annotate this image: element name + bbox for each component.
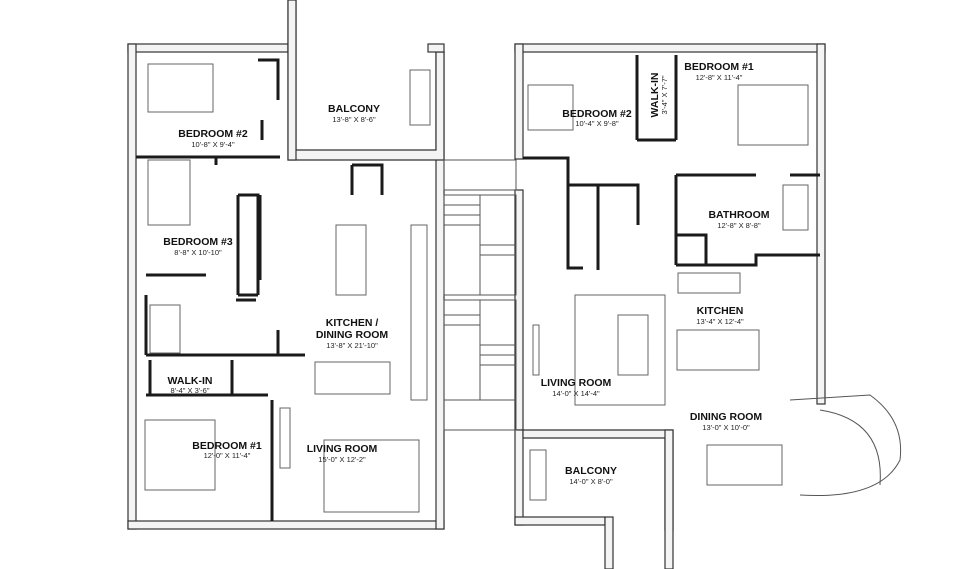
svg-text:BEDROOM #1: BEDROOM #1 [192,440,262,452]
svg-text:WALK-IN: WALK-IN [649,73,661,118]
stairs [443,159,517,431]
svg-text:WALK-IN: WALK-IN [168,375,213,387]
room-label-left-kitchen-dining: KITCHEN / DINING ROOM 13'-8" X 21'-10" [316,317,389,350]
room-label-right-living: LIVING ROOM 14'-0" X 14'-4" [541,377,612,398]
svg-text:DINING ROOM: DINING ROOM [690,411,763,423]
svg-text:12'-8" X 11'-4": 12'-8" X 11'-4" [696,73,743,82]
svg-text:14'-0" X 8'-0": 14'-0" X 8'-0" [569,477,613,486]
svg-text:13'-8" X 21'-10": 13'-8" X 21'-10" [326,341,378,350]
room-label-left-bedroom3: BEDROOM #3 8'-8" X 10'-10" [163,236,233,257]
svg-text:LIVING ROOM: LIVING ROOM [541,377,612,389]
svg-text:13'-4" X 12'-4": 13'-4" X 12'-4" [696,317,744,326]
svg-text:BALCONY: BALCONY [565,465,617,477]
room-label-right-kitchen: KITCHEN 13'-4" X 12'-4" [696,305,744,326]
svg-text:3'-4" X 7'-7": 3'-4" X 7'-7" [660,75,669,114]
svg-text:8'-8" X 10'-10": 8'-8" X 10'-10" [174,248,222,257]
room-label-right-dining: DINING ROOM 13'-0" X 10'-0" [690,411,763,432]
room-label-right-bathroom: BATHROOM 12'-8" X 8'-8" [708,209,769,230]
left-unit-walls [127,0,445,530]
svg-text:10'-4" X 9'-8": 10'-4" X 9'-8" [575,119,619,128]
svg-text:14'-0" X 14'-4": 14'-0" X 14'-4" [552,389,600,398]
svg-text:LIVING ROOM: LIVING ROOM [307,443,378,455]
room-label-left-bedroom1: BEDROOM #1 12'-0" X 11'-4" [192,440,262,460]
svg-text:BEDROOM #2: BEDROOM #2 [562,108,632,120]
svg-text:12'-0" X 11'-4": 12'-0" X 11'-4" [204,451,251,460]
svg-text:12'-8" X 8'-8": 12'-8" X 8'-8" [717,221,761,230]
room-label-left-balcony: BALCONY 13'-8" X 8'-6" [328,103,380,124]
dining-bay [789,394,902,497]
svg-text:BEDROOM #1: BEDROOM #1 [684,61,754,73]
room-label-right-bedroom1: BEDROOM #1 12'-8" X 11'-4" [684,61,754,82]
svg-text:13'-8" X 8'-6": 13'-8" X 8'-6" [332,115,376,124]
svg-text:BEDROOM #2: BEDROOM #2 [178,128,248,140]
room-label-left-living: LIVING ROOM 15'-0" X 12'-2" [307,443,378,464]
svg-text:15'-0" X 12'-2": 15'-0" X 12'-2" [318,455,366,464]
svg-text:BATHROOM: BATHROOM [708,209,769,221]
room-label-right-walkin: WALK-IN 3'-4" X 7'-7" [649,73,669,118]
room-label-right-bedroom2: BEDROOM #2 10'-4" X 9'-8" [562,108,632,128]
room-label-left-walkin: WALK-IN 8'-4" X 3'-6" [168,375,213,395]
svg-text:BEDROOM #3: BEDROOM #3 [163,236,233,248]
furniture [144,63,809,513]
svg-text:8'-4" X 3'-6": 8'-4" X 3'-6" [170,386,209,395]
svg-text:DINING ROOM: DINING ROOM [316,329,389,341]
svg-text:10'-8" X 9'-4": 10'-8" X 9'-4" [191,140,235,149]
svg-text:BALCONY: BALCONY [328,103,380,115]
room-label-right-balcony: BALCONY 14'-0" X 8'-0" [565,465,617,486]
svg-text:KITCHEN /: KITCHEN / [326,317,379,329]
right-unit-walls [514,43,826,569]
svg-text:KITCHEN: KITCHEN [697,305,744,317]
room-label-left-bedroom2: BEDROOM #2 10'-8" X 9'-4" [178,128,248,149]
svg-text:13'-0" X 10'-0": 13'-0" X 10'-0" [702,423,750,432]
